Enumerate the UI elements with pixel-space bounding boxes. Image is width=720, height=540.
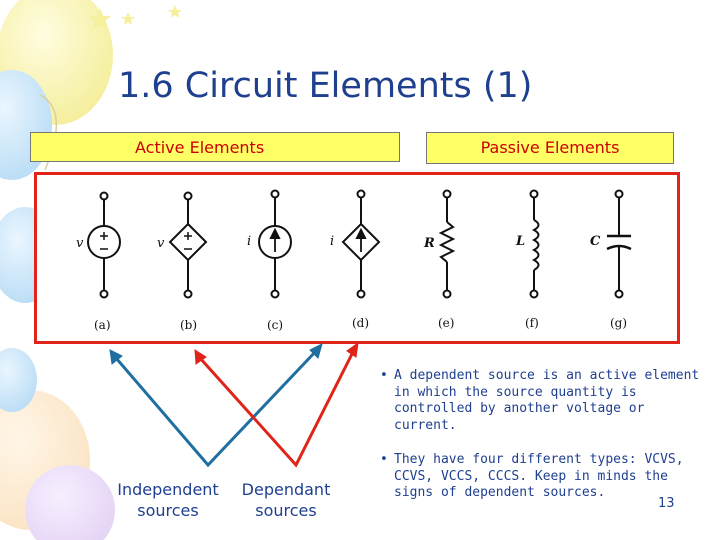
active-elements-label: Active Elements [30,132,400,162]
element-caption-d: (d) [352,316,370,330]
blue-arrow-independent [114,348,319,468]
arrowhead [109,349,123,365]
independent-label-line1: Independent [117,480,219,499]
balloon-shape [0,348,37,412]
dependant-label-line1: Dependant [241,480,331,499]
capacitor-symbol [606,189,632,299]
balloon-shape [25,465,115,540]
arrowhead [346,341,359,358]
source-arrows [109,341,359,468]
dependant-sources-label: Dependant sources [234,479,338,521]
element-symbol-d: i [330,234,335,249]
passive-elements-label: Passive Elements [426,132,674,164]
element-symbol-c: i [247,234,252,249]
element-caption-a: (a) [94,318,111,332]
independent-sources-label: Independent sources [108,479,228,521]
slide-title: 1.6 Circuit Elements (1) [118,66,533,106]
bullet-item: A dependent source is an active element … [380,368,700,434]
element-caption-g: (g) [610,316,628,330]
independent-voltage-source-symbol [87,191,121,299]
element-symbol-g: C [590,234,601,249]
element-caption-e: (e) [438,316,455,330]
independent-current-source-symbol [258,189,292,299]
element-symbol-a: v [76,236,84,251]
element-symbol-f: L [516,234,526,249]
element-symbol-e: R [424,236,435,251]
element-caption-f: (f) [525,316,539,330]
element-caption-c: (c) [267,318,284,332]
resistor-symbol [438,189,456,299]
dependent-voltage-source-symbol [168,191,208,299]
page-number: 13 [658,496,675,511]
independent-label-line2: sources [137,501,199,520]
dependant-label-line2: sources [255,501,317,520]
red-arrow-dependant [198,349,356,468]
element-symbol-b: v [157,236,165,251]
star-decoration [89,5,182,29]
dependent-current-source-symbol [341,189,381,299]
bullet-list: A dependent source is an active element … [380,368,700,520]
inductor-symbol [529,189,540,299]
arrowhead [194,349,207,365]
bullet-item: They have four different types: VCVS, CC… [380,452,700,502]
circuit-elements-frame [34,172,680,344]
arrowhead [309,343,323,359]
element-caption-b: (b) [180,318,198,332]
